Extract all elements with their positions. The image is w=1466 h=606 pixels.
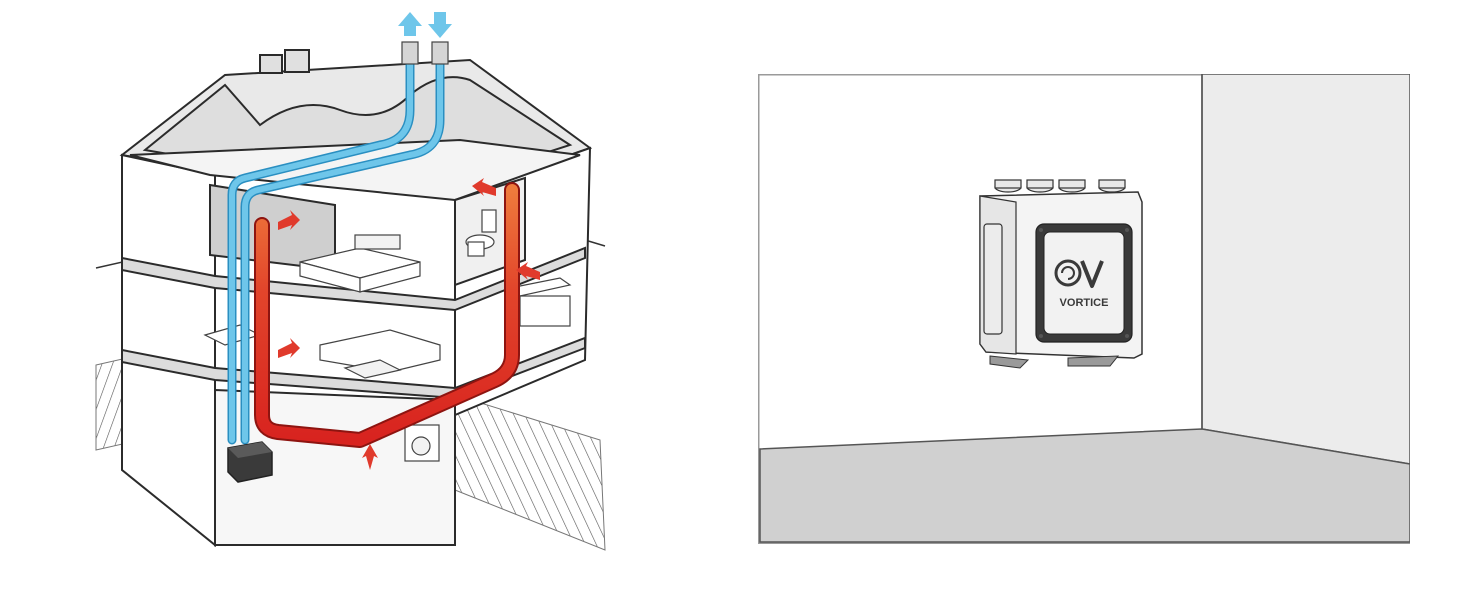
airflow-arrows-blue (398, 12, 452, 38)
vortice-brand-label: VORTICE (1060, 297, 1109, 309)
room-installation-view: VORTICE (758, 74, 1410, 544)
side-wall (1201, 74, 1410, 465)
floor (759, 428, 1410, 543)
airflow-arrows-red (278, 178, 540, 470)
washing-machine-illustration (404, 424, 440, 462)
house-structure (119, 49, 593, 548)
vortice-logo: VORTICE (1054, 259, 1109, 309)
kitchen-illustration (508, 277, 572, 327)
toilet-illustration (465, 209, 497, 257)
roof-vent-caps (401, 41, 449, 65)
exhaust-ducts (254, 182, 520, 448)
bed-illustration (299, 234, 421, 293)
fresh-air-ducts (227, 57, 445, 445)
house-cutaway-diagram (0, 0, 700, 606)
room-installation-svg: VORTICE (758, 74, 1410, 544)
house-cutaway-svg (95, 12, 606, 551)
vortice-ventilation-unit: VORTICE (979, 179, 1143, 369)
ground-decking-right (454, 394, 606, 551)
heat-recovery-unit (227, 441, 273, 483)
